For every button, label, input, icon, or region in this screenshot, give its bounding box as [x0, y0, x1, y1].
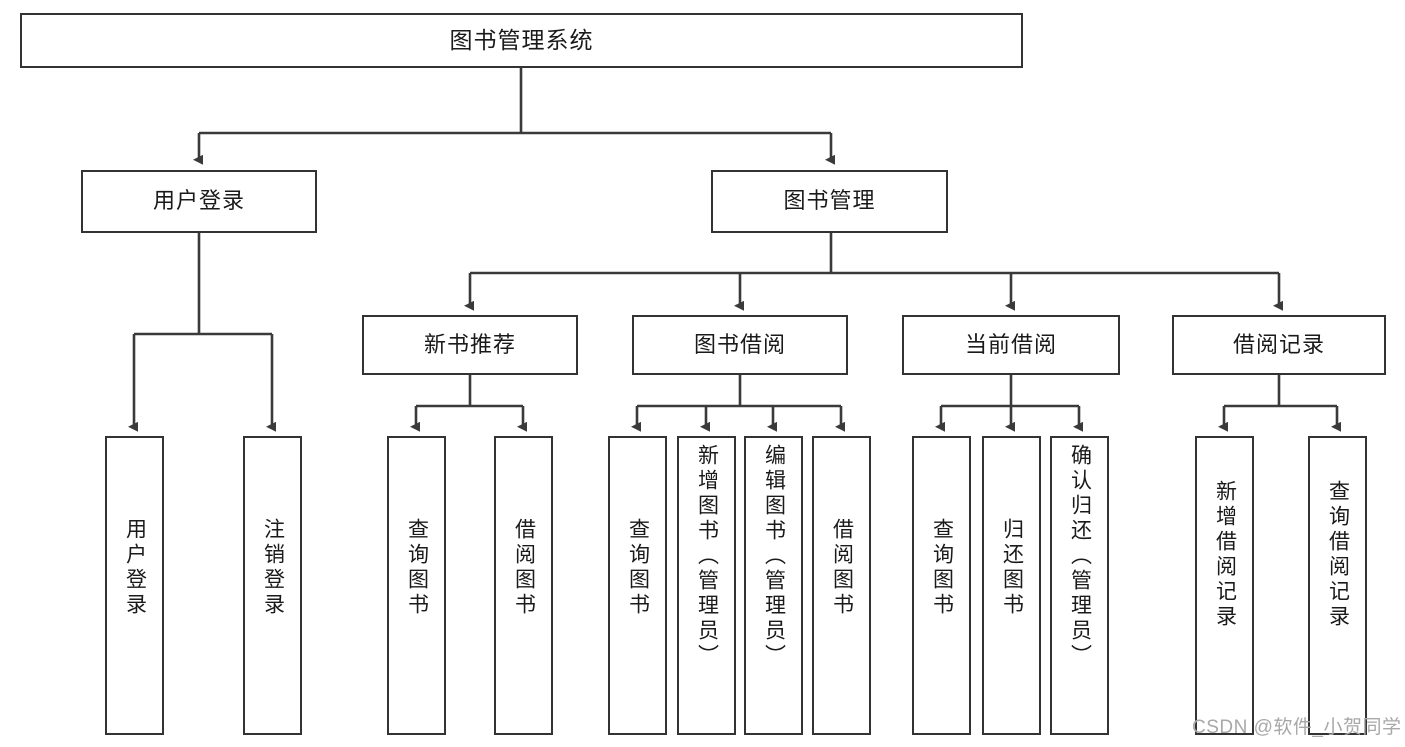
node-root[interactable]: 图书管理系统	[20, 13, 1023, 68]
leaf-query-record[interactable]: 查询借阅记录	[1308, 436, 1367, 735]
leaf-add-book[interactable]: 新增图书（管理员）	[677, 436, 736, 735]
leaf-add-record[interactable]: 新增借阅记录	[1195, 436, 1254, 735]
leaf-borrow-book-1-label: 借阅图书	[512, 518, 536, 618]
leaf-edit-book-label: 编辑图书（管理员）	[762, 444, 786, 669]
node-root-label: 图书管理系统	[449, 26, 594, 53]
node-new-book-recommend-label: 新书推荐	[423, 331, 516, 357]
edges-current-borrow	[935, 375, 1083, 432]
node-current-borrow[interactable]: 当前借阅	[902, 315, 1120, 375]
watermark: CSDN @软件_小贺同学	[1192, 717, 1402, 738]
edges-book-manage	[464, 233, 1283, 311]
leaf-logout-login-label: 注销登录	[261, 518, 285, 618]
leaf-edit-book[interactable]: 编辑图书（管理员）	[744, 436, 803, 735]
leaf-user-login-label: 用户登录	[123, 518, 147, 618]
leaf-borrow-book-2[interactable]: 借阅图书	[812, 436, 871, 735]
leaf-query-book-3-label: 查询图书	[930, 518, 954, 618]
leaf-return-book-label: 归还图书	[1000, 518, 1024, 618]
node-borrow-record-label: 借阅记录	[1232, 331, 1325, 357]
leaf-add-record-label: 新增借阅记录	[1213, 480, 1237, 630]
node-book-manage-label: 图书管理	[783, 188, 876, 214]
node-user-login[interactable]: 用户登录	[81, 170, 317, 233]
node-borrow-record[interactable]: 借阅记录	[1172, 315, 1386, 375]
edges-borrow-record	[1218, 375, 1341, 432]
node-new-book-recommend[interactable]: 新书推荐	[362, 315, 578, 375]
edges-user-login	[128, 233, 276, 432]
node-user-login-label: 用户登录	[152, 188, 245, 214]
leaf-query-book-3[interactable]: 查询图书	[912, 436, 971, 735]
node-book-borrow[interactable]: 图书借阅	[632, 315, 848, 375]
node-current-borrow-label: 当前借阅	[964, 331, 1057, 357]
leaf-user-login[interactable]: 用户登录	[105, 436, 164, 735]
leaf-return-book[interactable]: 归还图书	[982, 436, 1041, 735]
leaf-query-book-1-label: 查询图书	[405, 518, 429, 618]
leaf-add-book-label: 新增图书（管理员）	[695, 444, 719, 669]
leaf-confirm-return-label: 确认归还（管理员）	[1068, 444, 1092, 669]
leaf-logout-login[interactable]: 注销登录	[243, 436, 302, 735]
edges-book-borrow	[631, 375, 845, 432]
leaf-confirm-return[interactable]: 确认归还（管理员）	[1050, 436, 1109, 735]
leaf-query-record-label: 查询借阅记录	[1326, 480, 1350, 630]
leaf-borrow-book-1[interactable]: 借阅图书	[494, 436, 553, 735]
leaf-query-book-2[interactable]: 查询图书	[608, 436, 667, 735]
leaf-query-book-2-label: 查询图书	[626, 518, 650, 618]
node-book-borrow-label: 图书借阅	[693, 331, 786, 357]
node-book-manage[interactable]: 图书管理	[711, 170, 948, 233]
edges-root	[193, 68, 835, 165]
leaf-borrow-book-2-label: 借阅图书	[830, 518, 854, 618]
edges-new-book-recommend	[410, 375, 527, 432]
leaf-query-book-1[interactable]: 查询图书	[387, 436, 446, 735]
